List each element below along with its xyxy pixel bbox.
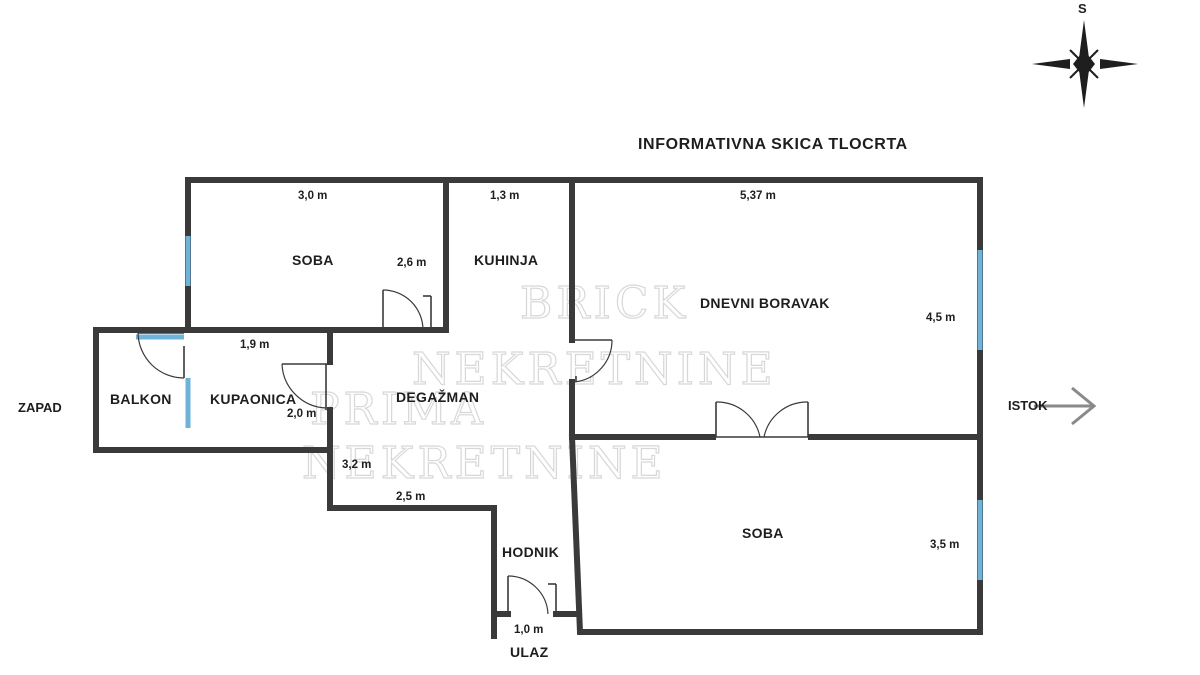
walls [93, 177, 983, 639]
wall-degazman-outer [327, 447, 497, 639]
room-degazman: DEGAŽMAN [396, 388, 479, 405]
door-kupaonica-arc [281, 363, 327, 409]
room-soba-bottom: SOBA [742, 525, 784, 541]
direction-east: ISTOK [1008, 398, 1048, 413]
room-hodnik: HODNIK [502, 544, 559, 560]
room-kuhinja: KUHINJA [474, 252, 538, 268]
compass-label: S [1078, 1, 1087, 16]
watermark-line1: BRICK [520, 278, 689, 329]
dim-soba-top-depth: 2,6 m [397, 257, 426, 269]
dim-soba-bottom-depth: 3,5 m [930, 539, 959, 551]
dim-ulaz-width: 1,0 m [514, 624, 543, 636]
door-balkon-arc [137, 332, 185, 379]
room-ulaz: ULAZ [510, 644, 549, 660]
double-door-right-arc [763, 401, 809, 438]
doors [137, 289, 809, 615]
wall-balkon [93, 327, 191, 453]
compass-rose-icon [1032, 20, 1138, 108]
plan-title: INFORMATIVNA SKICA TLOCRTA [638, 136, 908, 153]
door-soba-top-arc [382, 289, 424, 331]
double-door-left-arc [715, 401, 761, 438]
room-dnevni-boravak: DNEVNI BORAVAK [700, 295, 830, 311]
watermark-line4: NEKRETNINE [302, 438, 667, 489]
room-kupaonica: KUPAONICA [210, 391, 296, 407]
east-arrow-icon [1034, 386, 1097, 426]
direction-west: ZAPAD [18, 400, 62, 415]
door-boravak-arc [573, 339, 613, 383]
windows [136, 236, 983, 580]
watermark-line2: NEKRETNINE [412, 344, 777, 395]
dim-degazman-depth: 3,2 m [342, 459, 371, 471]
watermark-line3: PRIMA [310, 384, 487, 435]
dim-kupaonica-depth: 2,0 m [287, 408, 316, 420]
dim-kupaonica-width: 1,9 m [240, 339, 269, 351]
watermark: BRICK NEKRETNINE PRIMA NEKRETNINE [301, 277, 777, 489]
door-ulaz-arc [507, 575, 549, 615]
dim-soba-top-width: 3,0 m [298, 190, 327, 202]
dim-kuhinja-width: 1,3 m [490, 190, 519, 202]
dim-degazman-width: 2,5 m [396, 491, 425, 503]
dim-boravak-width: 5,37 m [740, 190, 776, 202]
dim-boravak-depth: 4,5 m [926, 312, 955, 324]
room-balkon: BALKON [110, 391, 172, 407]
room-soba-top: SOBA [292, 252, 334, 268]
